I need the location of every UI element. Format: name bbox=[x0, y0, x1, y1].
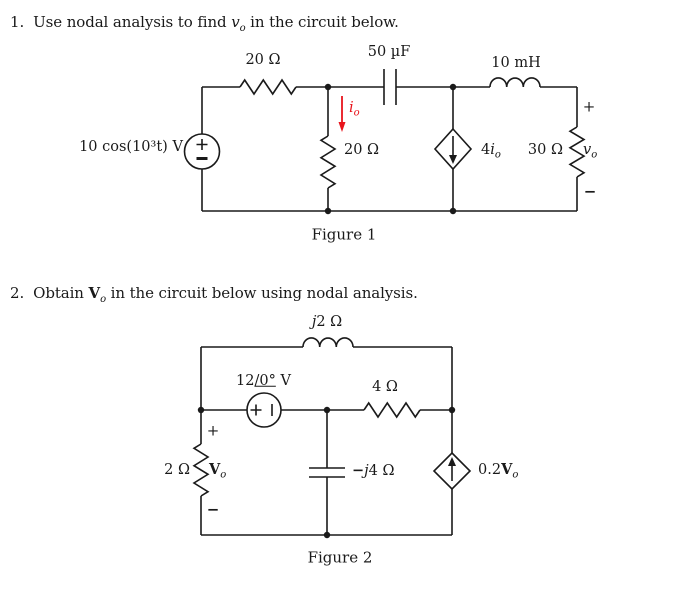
figure2-junction-dots bbox=[197, 406, 456, 539]
resistor-20ohm-top bbox=[239, 78, 297, 96]
problem-1-variable: v bbox=[231, 13, 240, 31]
resistor-4ohm-label: 4 Ω bbox=[372, 378, 398, 395]
vo-minus-sign: − bbox=[583, 182, 597, 201]
dependent-current-source-symbol bbox=[433, 127, 473, 171]
problem-2-pre: Obtain bbox=[33, 284, 84, 302]
figure1-junction-dots bbox=[324, 83, 457, 215]
resistor-30ohm-label: 30 Ω bbox=[527, 141, 563, 158]
capacitor-50uF bbox=[383, 69, 397, 105]
resistor-2ohm bbox=[192, 443, 210, 497]
source-12V-label: 12/0° V bbox=[236, 372, 291, 389]
problem-1-text: 1. Use nodal analysis to find vo in the c… bbox=[10, 13, 399, 34]
resistor-2ohm-label: 2 Ω bbox=[164, 461, 190, 478]
inductor-10mH-label: 10 mH bbox=[491, 54, 541, 71]
vo2-plus-sign: + bbox=[206, 421, 220, 440]
inductor-10mH bbox=[489, 77, 541, 88]
problem-1-variable-sub: o bbox=[239, 23, 246, 34]
voltage-source-12V-symbol bbox=[246, 392, 282, 428]
resistor-4ohm bbox=[363, 401, 421, 419]
capacitor-50uF-label: 50 µF bbox=[367, 43, 411, 60]
problem-2-post: in the circuit below using nodal analysi… bbox=[110, 284, 418, 302]
resistor-30ohm bbox=[568, 126, 586, 178]
figure1-wires bbox=[201, 86, 578, 212]
figure2-circuit bbox=[192, 337, 472, 539]
capacitor-j4ohm-label: −j4 Ω bbox=[352, 461, 395, 479]
dependent-source-02Vo-label: 0.2Vo bbox=[478, 460, 519, 481]
problem-2-number: 2. bbox=[10, 284, 25, 302]
resistor-20ohm-top-label: 20 Ω bbox=[245, 51, 281, 68]
io-current-label: io bbox=[349, 99, 360, 119]
dependent-source-4io-label: 4io bbox=[481, 141, 501, 161]
problem-1-number: 1. bbox=[10, 13, 25, 31]
problem-2-text: 2. Obtain Vo in the circuit below using n… bbox=[10, 284, 418, 305]
dependent-current-source-02Vo-symbol bbox=[432, 451, 472, 491]
problem-1-pre: Use nodal analysis to find bbox=[33, 13, 227, 31]
problem-1-post: in the circuit below. bbox=[250, 13, 399, 31]
resistor-20ohm-mid bbox=[319, 135, 337, 189]
source-value-label: 10 cos(10³t) V bbox=[79, 138, 183, 155]
voltage-source-symbol bbox=[183, 133, 221, 170]
inductor-j2ohm-label: j2 Ω bbox=[311, 313, 343, 330]
io-current-arrow bbox=[338, 96, 346, 132]
problem-2-variable: V bbox=[88, 284, 101, 302]
resistor-20ohm-mid-label: 20 Ω bbox=[344, 141, 380, 158]
vo-output-label: vo bbox=[583, 141, 598, 161]
vo-plus-sign: + bbox=[582, 97, 596, 116]
figure-1-caption: Figure 1 bbox=[311, 225, 377, 244]
vo2-output-label: Vo bbox=[209, 460, 227, 481]
figure-2-caption: Figure 2 bbox=[307, 548, 373, 567]
figure1-circuit bbox=[183, 69, 586, 215]
vo2-minus-sign: − bbox=[206, 500, 220, 519]
inductor-j2ohm bbox=[302, 337, 354, 348]
capacitor-j4ohm bbox=[309, 467, 345, 478]
problem-2-variable-sub: o bbox=[100, 294, 106, 305]
